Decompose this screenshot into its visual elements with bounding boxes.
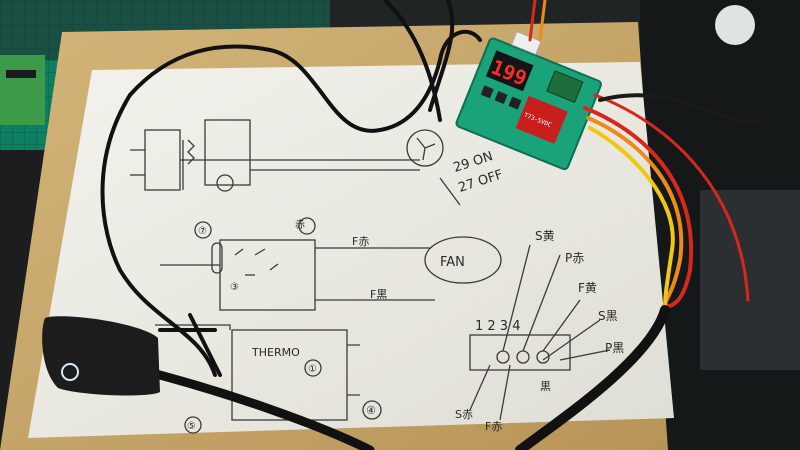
switch-housing	[42, 316, 160, 396]
terminal-numbers: 1 2 3 4	[475, 319, 520, 334]
circled-c: ④	[366, 404, 376, 417]
circled-d: ③	[230, 282, 239, 293]
red-label: 赤	[295, 219, 305, 231]
wire-f-red-label: F赤	[352, 235, 369, 248]
white-object	[715, 5, 755, 45]
power-indicator-icon	[61, 363, 79, 381]
s-yellow-label: S黄	[535, 229, 555, 243]
f-yellow-label: F黄	[578, 281, 597, 295]
paper-sheet	[28, 62, 674, 438]
green-module-left	[0, 55, 45, 125]
circled-a: ⑦	[198, 226, 207, 237]
thermostat-module: 199 T73-5VDC	[455, 30, 602, 171]
fan-label: FAN	[440, 255, 465, 270]
wire-f-black-label: F黒	[370, 288, 387, 301]
handwritten-labels: 29 ON 27 OFF FAN THERMO F赤 F黒 1 2 3 4 S黄…	[187, 149, 624, 433]
schematic-drawing	[130, 119, 611, 434]
relay	[515, 95, 568, 144]
led-display	[485, 50, 534, 92]
p-red-label: P赤	[565, 251, 584, 265]
s-black-label: S黒	[598, 309, 618, 323]
circled-e: ①	[308, 364, 317, 375]
p-black-label: P黒	[605, 341, 624, 355]
f-red-bottom-label: F赤	[485, 420, 502, 433]
s-red-label: S赤	[455, 408, 473, 421]
circled-b: ⑤	[187, 421, 196, 432]
thermo-label: THERMO	[251, 346, 300, 359]
kuro-label: 黒	[540, 380, 551, 393]
